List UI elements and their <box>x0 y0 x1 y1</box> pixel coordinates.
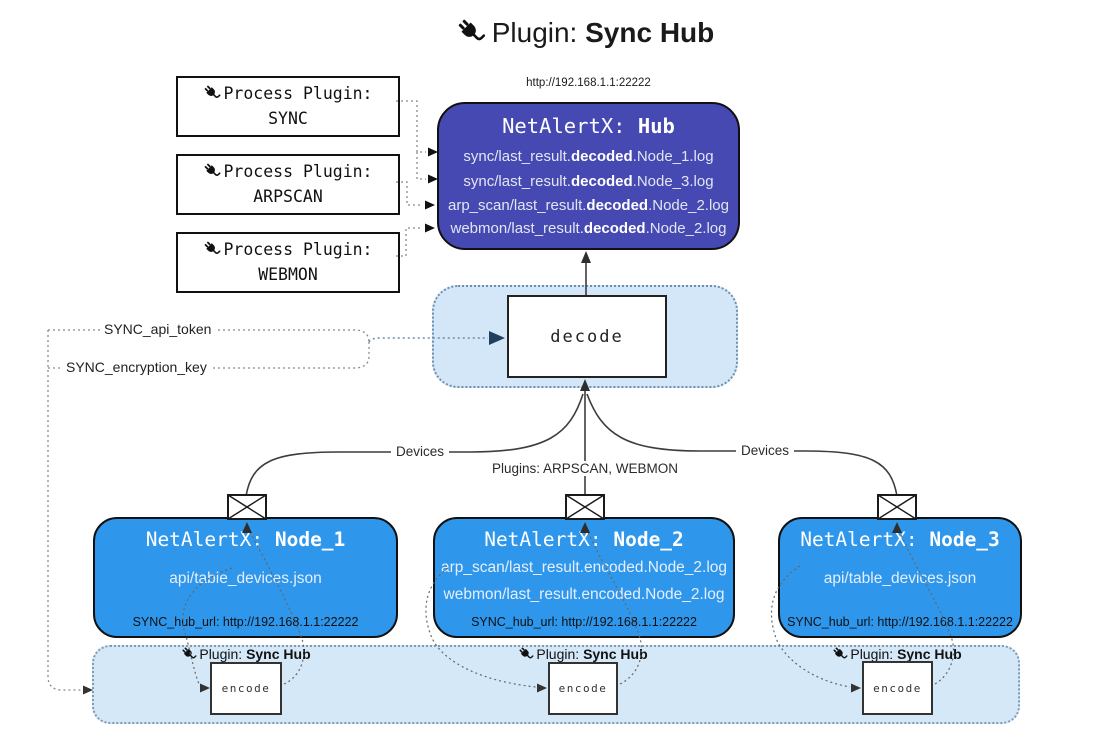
process-plugin-sync-box: Process Plugin: SYNC <box>176 76 400 137</box>
plug-icon <box>456 17 486 47</box>
process-plugin-webmon-name: WEBMON <box>258 264 318 284</box>
page-title-prefix: Plugin: <box>491 17 586 48</box>
node2-line: webmon/last_result.encoded.Node_2.log <box>443 586 725 603</box>
hub-log-line: arp_scan/last_result.decoded.Node_2.log <box>448 197 729 214</box>
process-plugin-webmon-line1: Process Plugin: <box>178 238 398 263</box>
page-title: Plugin: Sync Hub <box>200 17 970 49</box>
node2-hub-url: SYNC_hub_url: http://192.168.1.1:22222 <box>471 615 697 629</box>
encoder2-plugin-label: Plugin: Sync Hub <box>503 646 663 662</box>
process-plugin-webmon-box: Process Plugin: WEBMON <box>176 232 400 293</box>
plug-icon <box>518 646 534 662</box>
node1-hub-url: SYNC_hub_url: http://192.168.1.1:22222 <box>132 615 359 629</box>
encode1-box: encode <box>210 662 282 715</box>
node1-title: NetAlertX: Node_1 <box>145 528 346 551</box>
decode-box: decode <box>507 295 667 378</box>
node1-line: api/table_devices.json <box>169 570 322 587</box>
process-plugin-arpscan-box: Process Plugin: ARPSCAN <box>176 154 400 215</box>
plug-icon <box>203 162 221 180</box>
hub-log-line: webmon/last_result.decoded.Node_2.log <box>450 220 727 237</box>
process-plugin-sync-line1: Process Plugin: <box>178 82 398 107</box>
process-plugin-sync-label: Process Plugin: <box>223 83 373 103</box>
process-plugin-sync-name: SYNC <box>268 108 308 128</box>
node3-title: NetAlertX: Node_3 <box>800 528 1000 551</box>
node2-title: NetAlertX: Node_2 <box>484 528 684 551</box>
plug-icon <box>181 646 197 662</box>
plug-icon <box>203 84 221 102</box>
process-plugin-arpscan-name: ARPSCAN <box>253 186 323 206</box>
node3-line: api/table_devices.json <box>823 570 977 587</box>
hub-title: NetAlertX: Hub <box>439 114 738 138</box>
process-plugin-arpscan-line1: Process Plugin: <box>178 160 398 185</box>
hub-log-lines: sync/last_result.decoded.Node_1.log sync… <box>439 144 738 240</box>
page-title-bold: Sync Hub <box>585 17 715 48</box>
plug-icon <box>203 240 221 258</box>
plug-icon <box>832 646 848 662</box>
node3-hub-url: SYNC_hub_url: http://192.168.1.1:22222 <box>787 615 1013 629</box>
netalertx-node3-box: NetAlertX: Node_3 api/table_devices.json… <box>778 517 1022 638</box>
hub-log-line: sync/last_result.decoded.Node_1.log <box>463 148 714 165</box>
encoder1-plugin-label: Plugin: Sync Hub <box>166 646 326 662</box>
encode2-box: encode <box>548 662 618 715</box>
encode3-box: encode <box>862 661 933 715</box>
encoder3-plugin-label: Plugin: Sync Hub <box>817 646 977 662</box>
hub-log-line: sync/last_result.decoded.Node_3.log <box>463 173 714 190</box>
netalertx-hub-box: NetAlertX: Hub sync/last_result.decoded.… <box>437 102 740 250</box>
process-plugin-webmon-label: Process Plugin: <box>223 239 373 259</box>
hub-title-prefix: NetAlertX: <box>502 114 638 138</box>
node2-line: arp_scan/last_result.encoded.Node_2.log <box>440 559 728 576</box>
process-plugin-arpscan-label: Process Plugin: <box>223 161 373 181</box>
hub-title-bold: Hub <box>637 114 675 138</box>
netalertx-node1-box: NetAlertX: Node_1 api/table_devices.json… <box>93 517 398 638</box>
netalertx-node2-box: NetAlertX: Node_2 arp_scan/last_result.e… <box>433 517 735 638</box>
hub-url-label: http://192.168.1.1:22222 <box>526 77 651 89</box>
